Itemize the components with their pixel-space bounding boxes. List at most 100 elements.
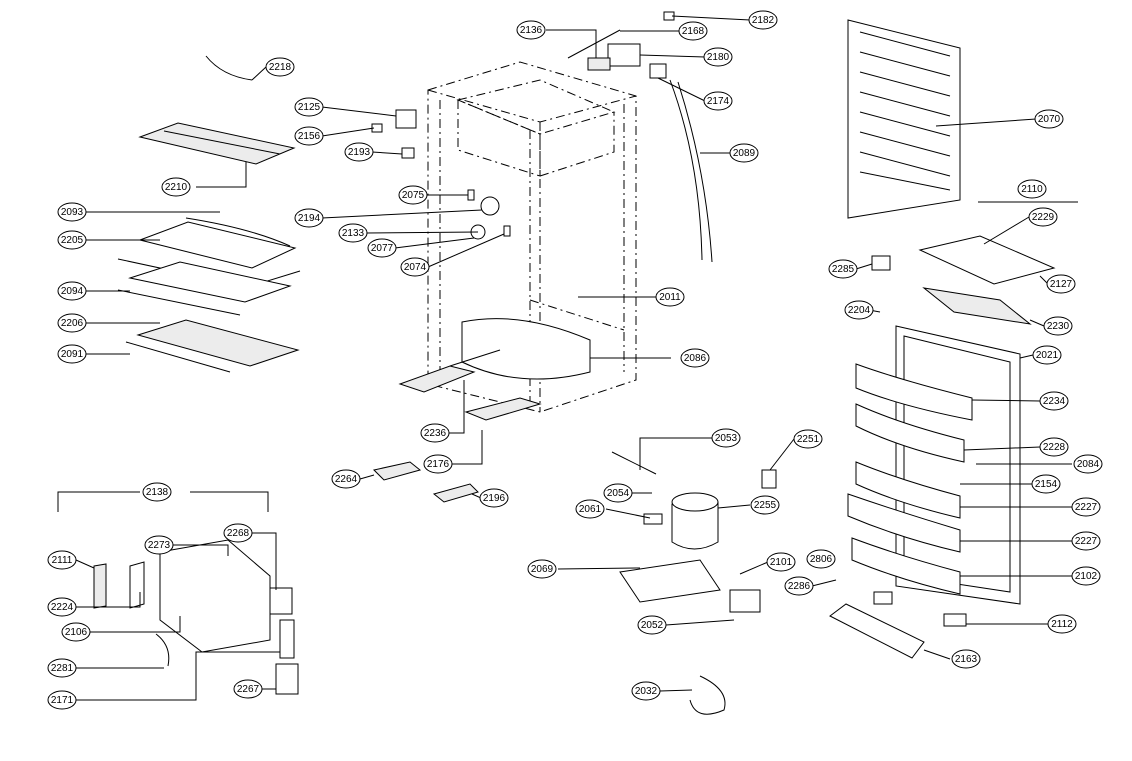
- label-bubble: [655, 287, 685, 307]
- part-number: 2174: [707, 96, 730, 107]
- door-top-trim: [871, 235, 1056, 325]
- part-label: 2285: [828, 259, 858, 279]
- part-label: 2227: [1071, 497, 1101, 517]
- label-bubble: [575, 499, 605, 519]
- part-number: 2136: [520, 25, 543, 36]
- part-number: 2074: [404, 262, 427, 273]
- part-number: 2138: [146, 487, 169, 498]
- part-number: 2168: [682, 26, 705, 37]
- label-bubble: [603, 483, 633, 503]
- part-number: 2806: [810, 554, 833, 565]
- part-number: 2133: [342, 228, 365, 239]
- part-number: 2236: [424, 428, 447, 439]
- part-number: 2281: [51, 663, 74, 674]
- part-number: 2228: [1043, 442, 1066, 453]
- part-label: 2102: [1071, 566, 1101, 586]
- part-number: 2180: [707, 52, 730, 63]
- part-number: 2077: [371, 243, 394, 254]
- part-label: 2091: [57, 344, 87, 364]
- part-number: 2182: [752, 15, 775, 26]
- part-label: 2163: [951, 649, 981, 669]
- part-number: 2206: [61, 318, 84, 329]
- lamp-wire: [205, 55, 253, 81]
- part-label: 2267: [233, 679, 263, 699]
- label-bubble: [331, 469, 361, 489]
- label-bubble: [57, 344, 87, 364]
- label-bubble: [750, 495, 780, 515]
- label-bubble: [233, 679, 263, 699]
- part-number: 2218: [269, 62, 292, 73]
- part-label: 2077: [367, 238, 397, 258]
- label-bubble: [1039, 437, 1069, 457]
- part-number: 2286: [788, 581, 811, 592]
- label-bubble: [793, 429, 823, 449]
- part-number: 2234: [1043, 396, 1066, 407]
- top-parts: [371, 11, 675, 159]
- part-label: 2228: [1039, 437, 1069, 457]
- part-label: 2127: [1046, 274, 1076, 294]
- part-label: 2093: [57, 202, 87, 222]
- part-label: 2136: [516, 20, 546, 40]
- label-bubble: [1047, 614, 1077, 634]
- part-label: 2180: [703, 47, 733, 67]
- label-bubble: [637, 615, 667, 635]
- part-label: 2806: [806, 549, 836, 569]
- label-bubble: [265, 57, 295, 77]
- evaporator-coil: [847, 19, 961, 219]
- part-number: 2070: [1038, 114, 1061, 125]
- part-label: 2154: [1031, 474, 1061, 494]
- label-bubble: [294, 97, 324, 117]
- part-label: 2075: [398, 185, 428, 205]
- part-label: 2230: [1043, 316, 1073, 336]
- part-number: 2127: [1050, 279, 1073, 290]
- part-number: 2193: [348, 147, 371, 158]
- part-label: 2236: [420, 423, 450, 443]
- part-number: 2267: [237, 684, 260, 695]
- part-number: 2084: [1077, 459, 1100, 470]
- part-number: 2053: [715, 433, 738, 444]
- label-bubble: [367, 238, 397, 258]
- label-bubble: [1043, 316, 1073, 336]
- part-label: 2176: [423, 454, 453, 474]
- label-bubble: [423, 454, 453, 474]
- part-label: 2273: [144, 535, 174, 555]
- part-label: 2255: [750, 495, 780, 515]
- label-bubble: [344, 142, 374, 162]
- part-label: 2204: [844, 300, 874, 320]
- label-bubble: [400, 257, 430, 277]
- part-number: 2075: [402, 190, 425, 201]
- part-number: 2089: [733, 148, 756, 159]
- label-bubble: [47, 597, 77, 617]
- part-label: 2196: [479, 488, 509, 508]
- part-number: 2255: [754, 500, 777, 511]
- label-bubble: [1071, 497, 1101, 517]
- label-bubble: [161, 177, 191, 197]
- part-number: 2112: [1051, 619, 1073, 630]
- part-number: 2069: [531, 564, 554, 575]
- part-label: 2206: [57, 313, 87, 333]
- vegetable-cover: [138, 122, 296, 165]
- label-bubble: [61, 622, 91, 642]
- part-number: 2101: [770, 557, 793, 568]
- part-label: 2182: [748, 10, 778, 30]
- part-number: 2102: [1075, 571, 1098, 582]
- label-bubble: [294, 126, 324, 146]
- part-number: 2251: [797, 434, 820, 445]
- part-number: 2032: [635, 686, 658, 697]
- part-label: 2174: [703, 91, 733, 111]
- part-number: 2176: [427, 459, 450, 470]
- part-label: 2227: [1071, 531, 1101, 551]
- part-label: 2281: [47, 658, 77, 678]
- label-bubble: [1071, 566, 1101, 586]
- part-number: 2110: [1021, 184, 1043, 195]
- label-bubble: [1046, 274, 1076, 294]
- part-label: 2089: [729, 143, 759, 163]
- label-bubble: [57, 230, 87, 250]
- part-label: 2086: [680, 348, 710, 368]
- part-label: 2171: [47, 690, 77, 710]
- part-number: 2163: [955, 654, 978, 665]
- label-bubble: [142, 482, 172, 502]
- part-label: 2156: [294, 126, 324, 146]
- label-bubble: [703, 47, 733, 67]
